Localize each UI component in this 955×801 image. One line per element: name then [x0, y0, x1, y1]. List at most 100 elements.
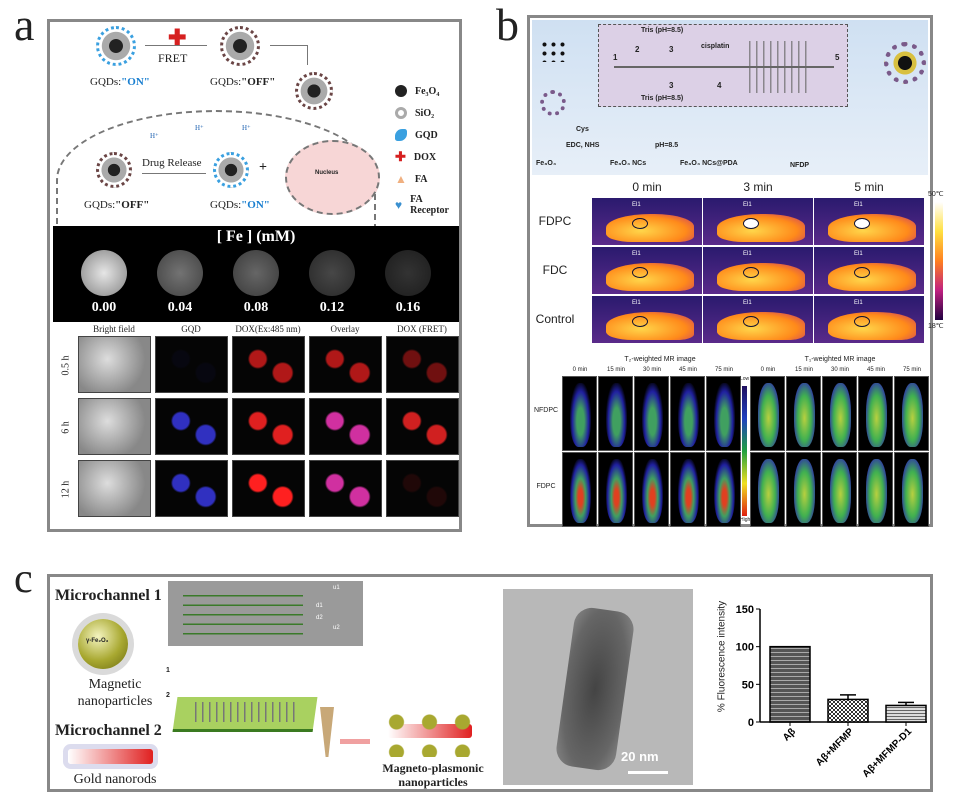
- y-tick-label: 0: [748, 717, 754, 729]
- microscopy-image: [386, 460, 459, 517]
- mr-image: [670, 376, 705, 451]
- microscopy-image: [232, 398, 305, 455]
- arrow1-top: Cys: [576, 126, 589, 133]
- state-label-off: GQDs:"OFF": [210, 76, 275, 88]
- thermal-image: El1: [703, 198, 813, 245]
- microscopy-image: [155, 460, 228, 517]
- mouse-scan: [642, 383, 663, 447]
- d2-label: d2: [316, 615, 323, 621]
- legend-label: GQD: [415, 129, 438, 141]
- roi-marker: [743, 218, 759, 229]
- flow-arrows-green: [183, 587, 303, 641]
- mri-phantom: [233, 250, 279, 296]
- mr-image: [562, 452, 597, 527]
- bar: [827, 698, 869, 723]
- roi-label: El1: [743, 251, 752, 257]
- gqd-nanoparticle-off: [220, 26, 260, 66]
- microscopy-image: [155, 398, 228, 455]
- microscopy-image: [386, 398, 459, 455]
- mri-phantom: [81, 250, 127, 296]
- nanoparticle-binding: [295, 72, 333, 110]
- nucleus-label: Nucleus: [315, 170, 339, 176]
- gold-label: Gold nanorods: [73, 772, 157, 787]
- time-label: 5 min: [854, 180, 884, 194]
- thermal-image: El1: [814, 296, 924, 343]
- concentration-label: 0.08: [243, 300, 269, 315]
- category-label: Aβ+MFMP: [814, 726, 856, 768]
- category-label: Aβ: [781, 726, 798, 743]
- legend-item-dox: ✚DOX: [395, 146, 465, 168]
- bar: [885, 704, 927, 723]
- gqd-prefix: GQDs:: [210, 76, 242, 88]
- roi-marker: [632, 316, 648, 327]
- microscopy-column-header: DOX(Ex:485 nm): [235, 324, 301, 334]
- arrow2-bottom: pH=8.5: [655, 142, 679, 149]
- dox-icon: ✚: [395, 149, 406, 164]
- tris-label-bottom: Tris (pH=8.5): [641, 95, 684, 102]
- fa-icon: ▲: [395, 171, 407, 186]
- inlet-3-top: 3: [669, 45, 674, 54]
- gold-nanorod: [68, 749, 153, 764]
- attached-nanoparticles: [380, 707, 480, 757]
- tris-label-top: Tris (pH=8.5): [641, 27, 684, 34]
- product-arrow: [340, 739, 370, 744]
- roi-label: El1: [743, 300, 752, 306]
- mr-image: [706, 376, 741, 451]
- sio2-icon: [395, 107, 407, 119]
- synthesis-arrow-row: Fe₃O₄ Cys EDC, NHS Fe₃O₄ NCs pH=8.5 Fe₃O…: [532, 120, 928, 175]
- microscopy-image: [78, 336, 151, 393]
- roi-marker: [743, 316, 759, 327]
- scale-bar-label: 20 nm: [621, 749, 659, 764]
- legend-item-fa: ▲FA: [395, 168, 465, 190]
- gqd-nanoparticle-on: [96, 26, 136, 66]
- legend-label: Fe₃O₄: [415, 85, 440, 97]
- mouse-scan: [570, 383, 591, 447]
- mouse-scan: [830, 459, 851, 523]
- legend-item-fe3o4: Fe₃O₄: [395, 80, 465, 102]
- mouse-scan: [606, 383, 627, 447]
- mri-phantom: [385, 250, 431, 296]
- mri-phantom: [157, 250, 203, 296]
- channel-line: [614, 66, 834, 68]
- category-label: Aβ+MFMP-D1: [861, 726, 915, 780]
- roi-label: El1: [632, 251, 641, 257]
- thermal-image: El1: [703, 247, 813, 294]
- mouse-scan: [830, 383, 851, 447]
- mr-image: [750, 376, 785, 451]
- inlet-4: 4: [717, 81, 722, 90]
- inlet-1: 1: [613, 53, 618, 62]
- y-axis-label: % Fluorescence intensity: [716, 600, 728, 713]
- microchannel-1-label: Microchannel 1: [55, 587, 162, 604]
- panel-c-label: c: [14, 556, 33, 602]
- thermal-image: El1: [592, 198, 702, 245]
- mouse-scan: [866, 459, 887, 523]
- roi-marker: [743, 267, 759, 278]
- mr-image: [634, 452, 669, 527]
- mouse-scan: [794, 383, 815, 447]
- u2-label: u2: [333, 625, 340, 631]
- state-label-off-2: GQDs:"OFF": [84, 199, 149, 211]
- concentration-label: 0.12: [319, 300, 345, 315]
- proton-2: H⁺: [195, 124, 204, 132]
- panel-b: Tris (pH=8.5) Tris (pH=8.5) cisplatin 1 …: [527, 15, 944, 527]
- mouse-scan: [570, 459, 591, 523]
- legend-item-gqd: GQD: [395, 124, 465, 146]
- transport-arrow: [270, 45, 308, 65]
- legend-label: FA Receptor: [410, 194, 449, 216]
- inlet-2: 2: [635, 45, 640, 54]
- d1-label: d1: [316, 603, 323, 609]
- group-label: FDC: [542, 263, 568, 277]
- mr-time-label: 15 min: [606, 367, 625, 373]
- mouse-scan: [902, 383, 923, 447]
- mr-time-label: 15 min: [794, 367, 813, 373]
- fret-arrow: [145, 45, 207, 46]
- microscopy-image: [309, 460, 382, 517]
- plus-sign: +: [259, 160, 267, 175]
- mouse-scan: [678, 383, 699, 447]
- microscopy-image: [232, 460, 305, 517]
- fe3o4-cluster: [540, 40, 568, 62]
- mri-phantom: [309, 250, 355, 296]
- microscopy-row-label: 0.5 h: [60, 355, 72, 376]
- microscopy-row-label: 6 h: [60, 421, 72, 434]
